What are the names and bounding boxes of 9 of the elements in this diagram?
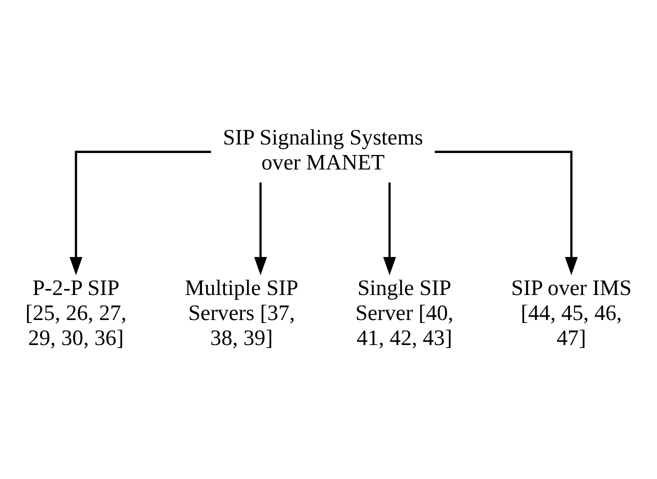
node-text: Single SIP Server [40, 41, 42, 43] xyxy=(355,275,454,350)
node-text: P-2-P SIP [25, 26, 27, 29, 30, 36] xyxy=(25,275,127,350)
node-text: SIP Signaling Systems over MANET xyxy=(222,124,424,175)
arrow xyxy=(254,182,267,276)
arrow xyxy=(383,182,396,276)
arrow xyxy=(434,150,578,276)
node-text: SIP over IMS [44, 45, 46, 47] xyxy=(511,275,632,350)
node-text: Multiple SIP Servers [37, 38, 39] xyxy=(184,275,298,350)
arrow xyxy=(70,150,212,276)
